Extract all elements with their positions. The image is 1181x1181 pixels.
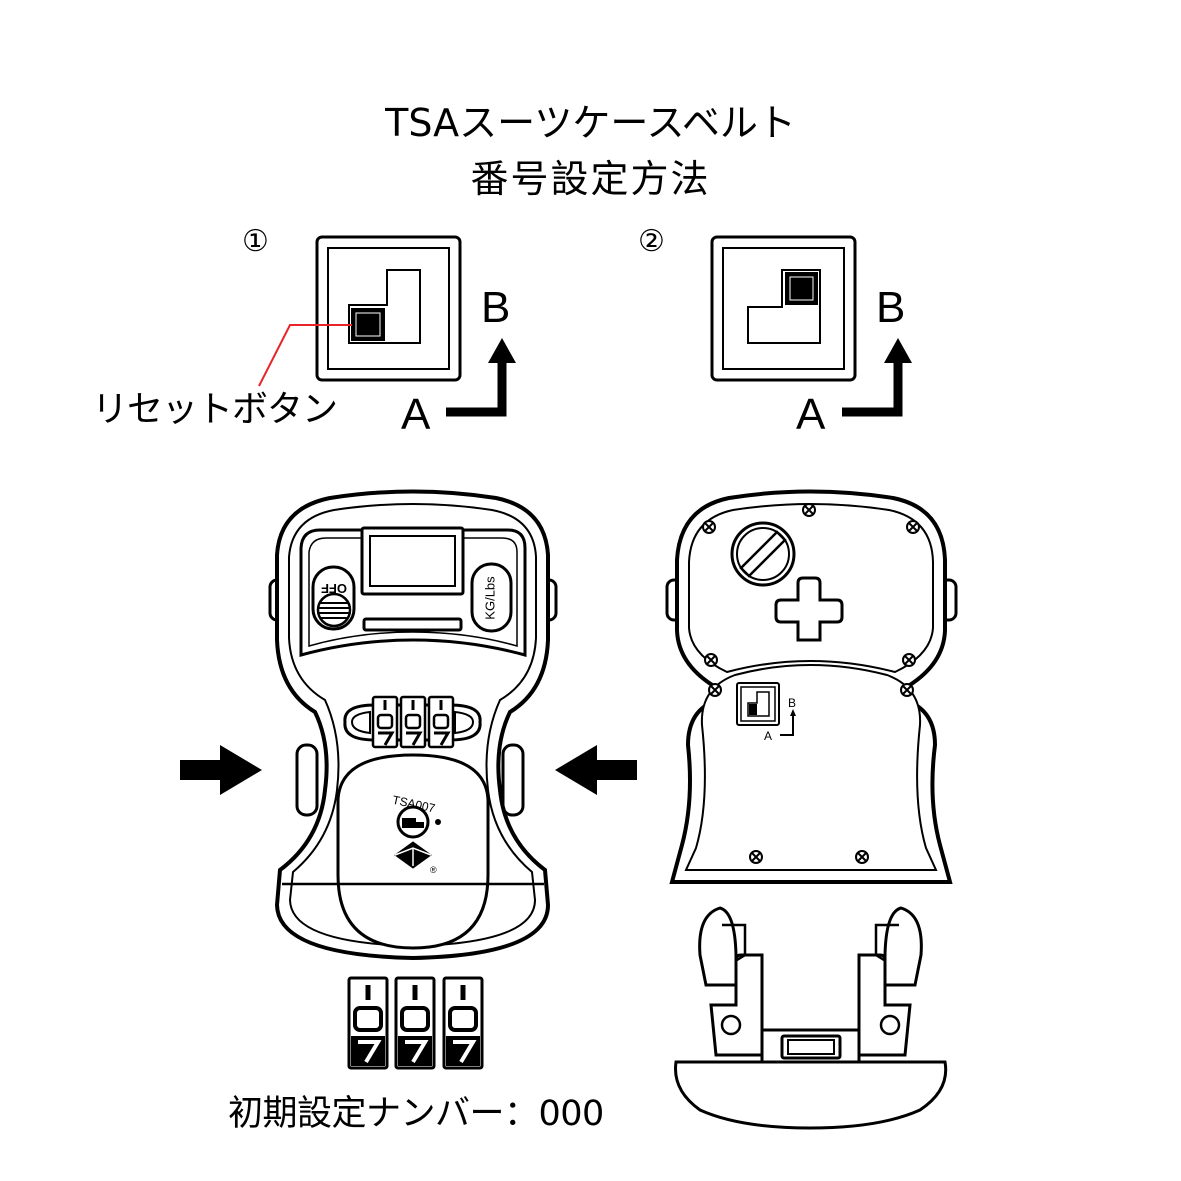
step-2-number: ② (638, 224, 665, 259)
step-2-axis-b-label: B (876, 283, 906, 332)
step-1-reset-panel (315, 235, 462, 382)
reset-button-label: リセットボタン (92, 389, 338, 430)
reset-callout-line (258, 324, 352, 387)
step-2-axis-a-label: A (796, 390, 826, 439)
back-device-plate (665, 489, 958, 884)
mini-axis-a-label: A (764, 729, 772, 743)
squeeze-arrow-left (180, 745, 262, 795)
buckle-bottom-part (674, 906, 948, 1130)
off-switch-label: OFF (321, 581, 347, 596)
step-1-axis-b-label: B (481, 283, 511, 332)
kg-lbs-button (470, 562, 513, 633)
step-2-direction-arrow (842, 338, 912, 417)
step-1-direction-arrow (446, 338, 516, 417)
combination-dials-large (347, 976, 484, 1070)
mini-axis-b-label: B (788, 696, 796, 710)
step-1-axis-a-label: A (401, 390, 431, 439)
registered-mark: ® (430, 865, 437, 875)
title-line-1: TSAスーツケースベルト (385, 101, 796, 145)
initial-number-label: 初期設定ナンバー：000 (228, 1094, 604, 1134)
combination-dials-small (371, 695, 455, 749)
reset-button (351, 308, 385, 341)
tsa-diamond-logo (394, 841, 432, 869)
mini-reset-panel (736, 682, 796, 736)
step-2-reset-panel (710, 235, 857, 382)
kg-lbs-label: KG/Lbs (482, 576, 497, 620)
reset-button-pressed (785, 272, 818, 305)
front-device (268, 489, 558, 961)
squeeze-arrow-right (555, 745, 637, 795)
cross-knob (774, 576, 844, 642)
title-line-2: 番号設定方法 (470, 157, 711, 201)
step-1-number: ① (242, 224, 269, 259)
